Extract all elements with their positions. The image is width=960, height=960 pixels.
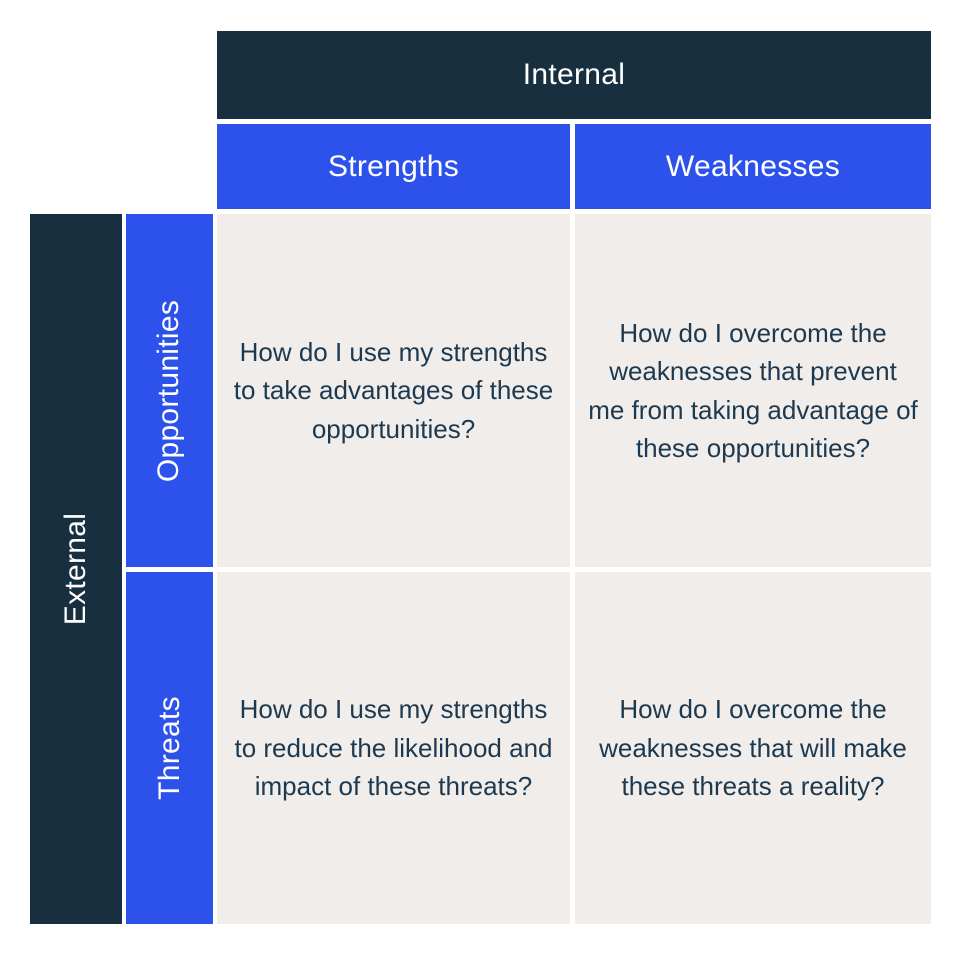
opportunities-row-label: Opportunities [152, 299, 186, 482]
weaknesses-column-header: Weaknesses [575, 124, 931, 209]
cell-weaknesses-opportunities-text: How do I overcome the weaknesses that pr… [588, 317, 918, 463]
internal-axis-label: Internal [522, 58, 626, 91]
external-axis-header: External [30, 214, 122, 924]
threats-row-header: Threats [126, 572, 213, 924]
external-axis-label: External [59, 512, 92, 626]
internal-axis-header: Internal [217, 31, 931, 119]
opportunities-row-header: Opportunities [126, 214, 213, 567]
cell-strengths-opportunities: How do I use my strengths to take advant… [217, 214, 570, 567]
strengths-column-header: Strengths [217, 124, 570, 209]
cell-weaknesses-threats-text: How do I overcome the weaknesses that wi… [599, 694, 907, 802]
cell-strengths-opportunities-text: How do I use my strengths to take advant… [233, 336, 554, 444]
threats-row-label: Threats [152, 696, 186, 800]
cell-strengths-threats: How do I use my strengths to reduce the … [217, 572, 570, 924]
cell-weaknesses-opportunities: How do I overcome the weaknesses that pr… [575, 214, 931, 567]
cell-strengths-threats-text: How do I use my strengths to reduce the … [234, 694, 553, 802]
cell-weaknesses-threats: How do I overcome the weaknesses that wi… [575, 572, 931, 924]
weaknesses-column-label: Weaknesses [665, 149, 841, 183]
strengths-column-label: Strengths [327, 149, 460, 183]
